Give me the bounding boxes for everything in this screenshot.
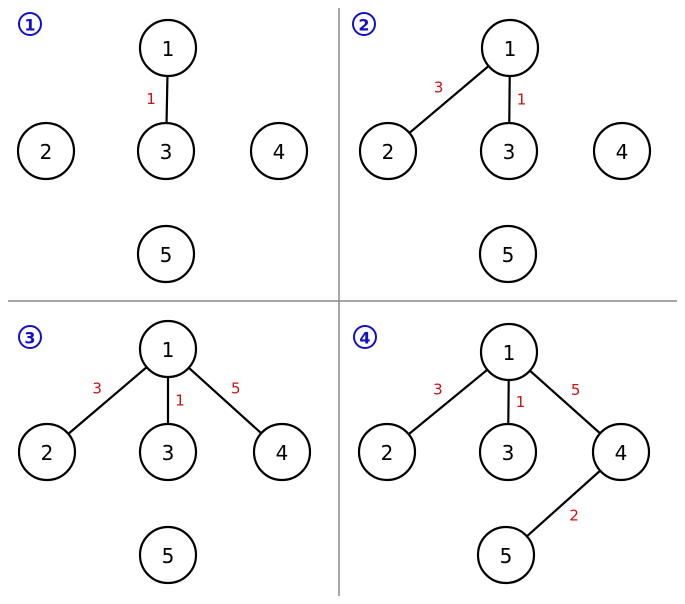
step-marker-circle <box>353 325 377 349</box>
node-1: 1 <box>479 322 539 382</box>
node-5: 5 <box>478 224 538 284</box>
node-label: 5 <box>160 243 173 267</box>
node-label: 1 <box>504 37 517 61</box>
node-circle <box>479 322 539 382</box>
node-circle <box>357 422 417 482</box>
step-marker: 3 <box>18 325 42 349</box>
node-label: 3 <box>162 441 175 465</box>
node-circle <box>17 422 77 482</box>
step-marker-circle <box>352 12 376 36</box>
node-circle <box>249 121 309 181</box>
edge-weight-label: 5 <box>571 381 581 399</box>
node-label: 3 <box>160 140 173 164</box>
node-4: 4 <box>249 121 309 181</box>
step-marker-label: 2 <box>358 16 369 35</box>
panel-step-2: 2 3 1 1 2 3 4 5 <box>352 12 652 284</box>
node-3: 3 <box>479 121 539 181</box>
edge-weight-label: 2 <box>569 506 579 524</box>
node-circle <box>358 121 418 181</box>
node-2: 2 <box>17 422 77 482</box>
node-3: 3 <box>478 422 538 482</box>
node-label: 4 <box>276 441 289 465</box>
panels-layer: 1 1 1 2 3 4 5 2 3 1 1 2 3 4 5 3 3 1 5 1 2 3 4 5 4 3 1 5 2 1 2 3 4 5 <box>16 12 652 585</box>
node-3: 3 <box>138 422 198 482</box>
node-1: 1 <box>138 18 198 78</box>
node-label: 5 <box>500 544 513 568</box>
step-marker: 4 <box>353 325 377 349</box>
node-circle <box>16 121 76 181</box>
step-marker: 1 <box>18 12 42 36</box>
node-label: 2 <box>40 140 53 164</box>
node-circle <box>478 422 538 482</box>
panel-step-4: 4 3 1 5 2 1 2 3 4 5 <box>353 322 651 585</box>
edge-weight-label: 3 <box>433 381 443 399</box>
panel-step-1: 1 1 1 2 3 4 5 <box>16 12 309 284</box>
edge-weight-label: 5 <box>231 380 241 398</box>
step-marker-label: 3 <box>24 329 35 348</box>
panel-step-3: 3 3 1 5 1 2 3 4 5 <box>17 319 312 585</box>
node-label: 2 <box>41 441 54 465</box>
node-label: 5 <box>502 243 515 267</box>
node-label: 1 <box>162 338 175 362</box>
node-2: 2 <box>357 422 417 482</box>
node-5: 5 <box>138 525 198 585</box>
node-2: 2 <box>358 121 418 181</box>
step-marker-circle <box>18 325 42 349</box>
node-1: 1 <box>138 319 198 379</box>
node-4: 4 <box>252 422 312 482</box>
edge-weight-label: 3 <box>434 78 444 96</box>
node-circle <box>138 525 198 585</box>
node-circle <box>478 224 538 284</box>
step-marker-label: 1 <box>24 16 35 35</box>
node-label: 3 <box>502 441 515 465</box>
node-circle <box>138 18 198 78</box>
edge-weight-label: 1 <box>175 392 185 410</box>
node-label: 2 <box>381 441 394 465</box>
node-circle <box>480 18 540 78</box>
step-marker-label: 4 <box>359 329 370 348</box>
node-label: 3 <box>503 140 516 164</box>
edge-weight-label: 1 <box>146 90 156 108</box>
node-4: 4 <box>591 422 651 482</box>
node-circle <box>592 121 652 181</box>
node-label: 4 <box>616 140 629 164</box>
node-label: 1 <box>162 37 175 61</box>
edge-weight-label: 1 <box>517 91 527 109</box>
node-label: 1 <box>503 341 516 365</box>
edge-weight-label: 1 <box>516 393 526 411</box>
node-label: 4 <box>615 441 628 465</box>
node-circle <box>252 422 312 482</box>
node-5: 5 <box>476 525 536 585</box>
node-circle <box>476 525 536 585</box>
node-2: 2 <box>16 121 76 181</box>
step-marker-circle <box>18 12 42 36</box>
node-circle <box>136 224 196 284</box>
node-circle <box>138 422 198 482</box>
node-circle <box>479 121 539 181</box>
node-3: 3 <box>136 121 196 181</box>
node-circle <box>138 319 198 379</box>
node-5: 5 <box>136 224 196 284</box>
step-marker: 2 <box>352 12 376 36</box>
node-label: 5 <box>162 544 175 568</box>
node-circle <box>136 121 196 181</box>
node-1: 1 <box>480 18 540 78</box>
node-circle <box>591 422 651 482</box>
node-label: 4 <box>273 140 286 164</box>
node-label: 2 <box>382 140 395 164</box>
node-4: 4 <box>592 121 652 181</box>
edge-weight-label: 3 <box>92 379 102 397</box>
